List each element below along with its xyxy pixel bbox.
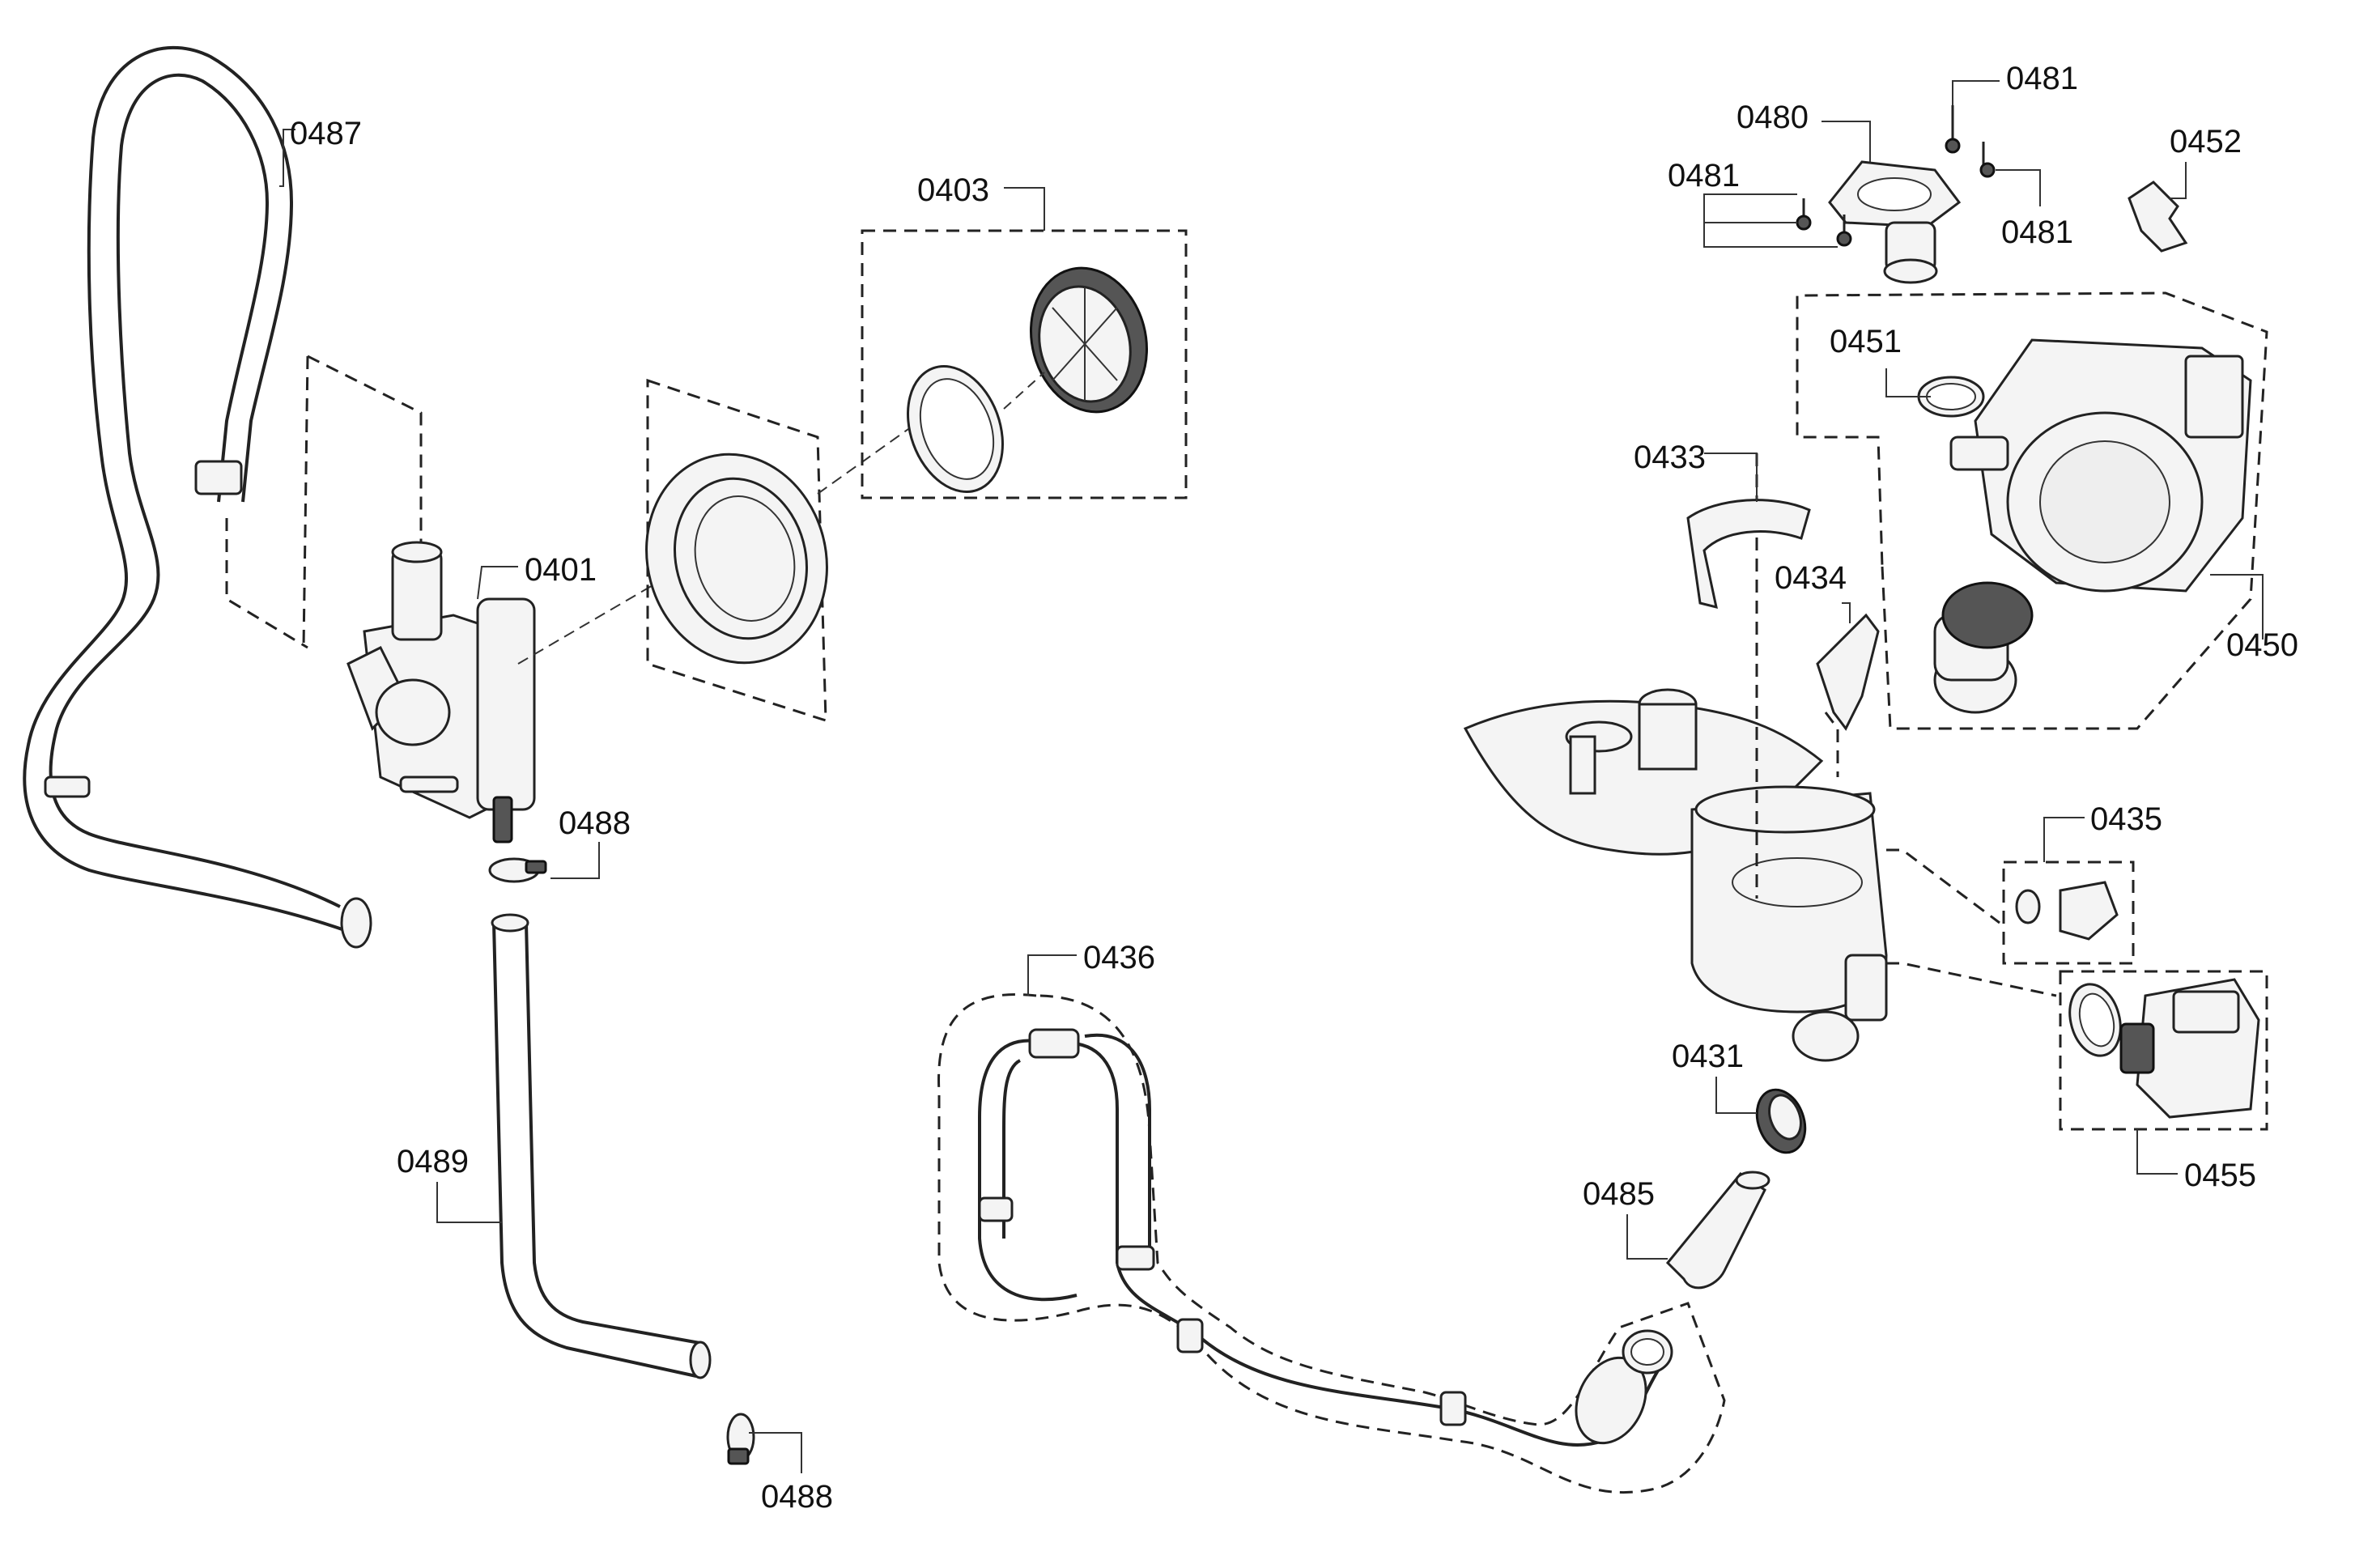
label-0480: 0480 (1736, 100, 1809, 135)
group-outline-0450 (1796, 291, 2268, 730)
leader-0435 (2043, 817, 2085, 862)
filter-cover-0403 (1029, 266, 1149, 414)
leader-0481-top (1952, 80, 2000, 105)
dashed-guide-0401 (225, 355, 423, 649)
hose-0489 (491, 913, 712, 1379)
label-0403: 0403 (917, 172, 989, 208)
label-0452: 0452 (2170, 124, 2242, 159)
label-0481-left: 0481 (1668, 158, 1740, 193)
clip-0485 (1665, 1171, 1771, 1290)
leader-0455 (2136, 1129, 2178, 1175)
drain-hose-0487 (23, 45, 372, 949)
leader-0433 (1704, 453, 1758, 502)
screws-0481-left (1796, 198, 1852, 247)
leader-0403 (1004, 187, 1045, 231)
seal-ring-0403 (907, 365, 1004, 493)
leader-0488-top (550, 842, 600, 879)
label-0488-bottom: 0488 (761, 1479, 833, 1515)
group-box-0435 (2002, 860, 2135, 965)
leader-0401 (477, 566, 518, 600)
label-0489: 0489 (397, 1144, 469, 1179)
group-box-0455 (2059, 970, 2268, 1131)
hose-coupling-0487 (194, 460, 243, 495)
label-0450: 0450 (2226, 627, 2298, 663)
leader-0480 (1822, 121, 1871, 162)
leader-0451 (1885, 368, 1931, 397)
label-0485: 0485 (1583, 1176, 1655, 1212)
bracket-0433 (1686, 499, 1811, 610)
label-0481-right: 0481 (2001, 215, 2073, 250)
check-valve-0431 (1755, 1088, 1807, 1154)
leader-0436 (1027, 954, 1077, 996)
leader-0488-bottom (749, 1432, 802, 1473)
label-0435: 0435 (2090, 801, 2162, 837)
hose-clamp-0488-bottom (726, 1413, 755, 1465)
leader-0481-left (1703, 193, 1838, 248)
screw-0481-right (1979, 142, 1996, 178)
leader-0481-right (1996, 169, 2041, 206)
connector-0480 (1828, 160, 1962, 284)
pump-housing-0401 (346, 541, 536, 843)
drain-pump-0455 (2119, 978, 2260, 1119)
seal-ring-0436 (1622, 1329, 1673, 1375)
group-outline-0436 (937, 993, 1726, 1494)
clamp-0451 (1917, 376, 1985, 418)
label-0487: 0487 (290, 116, 362, 151)
screw-0481-top (1945, 105, 1961, 154)
label-0488-top: 0488 (559, 805, 631, 841)
gasket-plate (645, 378, 828, 723)
label-0434: 0434 (1775, 560, 1847, 596)
leader-0487 (279, 129, 295, 187)
sump-assembly (1463, 688, 1888, 1062)
hose-end-0487 (340, 897, 372, 949)
label-0433: 0433 (1634, 440, 1706, 475)
clip-0452 (2128, 181, 2188, 253)
label-0455: 0455 (2184, 1158, 2256, 1193)
latch-0434 (1816, 613, 1880, 731)
leader-0452 (2170, 162, 2187, 199)
outlet-0450 (1933, 581, 2034, 714)
leader-0431 (1715, 1077, 1757, 1114)
hose-clamp-0488-top (488, 857, 547, 883)
label-0431: 0431 (1672, 1039, 1744, 1074)
sensor-0435 (2015, 881, 2119, 941)
leader-0434 (1842, 602, 1851, 623)
heat-pump-0450 (1949, 338, 2252, 593)
leader-0450 (2210, 574, 2264, 640)
label-0401: 0401 (525, 552, 597, 588)
label-0451: 0451 (1830, 324, 1902, 359)
label-0481-top: 0481 (2006, 61, 2078, 96)
seal-ring-0455 (2068, 983, 2122, 1057)
leader-0485 (1626, 1214, 1668, 1260)
hose-0436 (978, 1028, 1661, 1447)
label-0436: 0436 (1083, 940, 1155, 975)
leader-0489 (436, 1182, 502, 1223)
